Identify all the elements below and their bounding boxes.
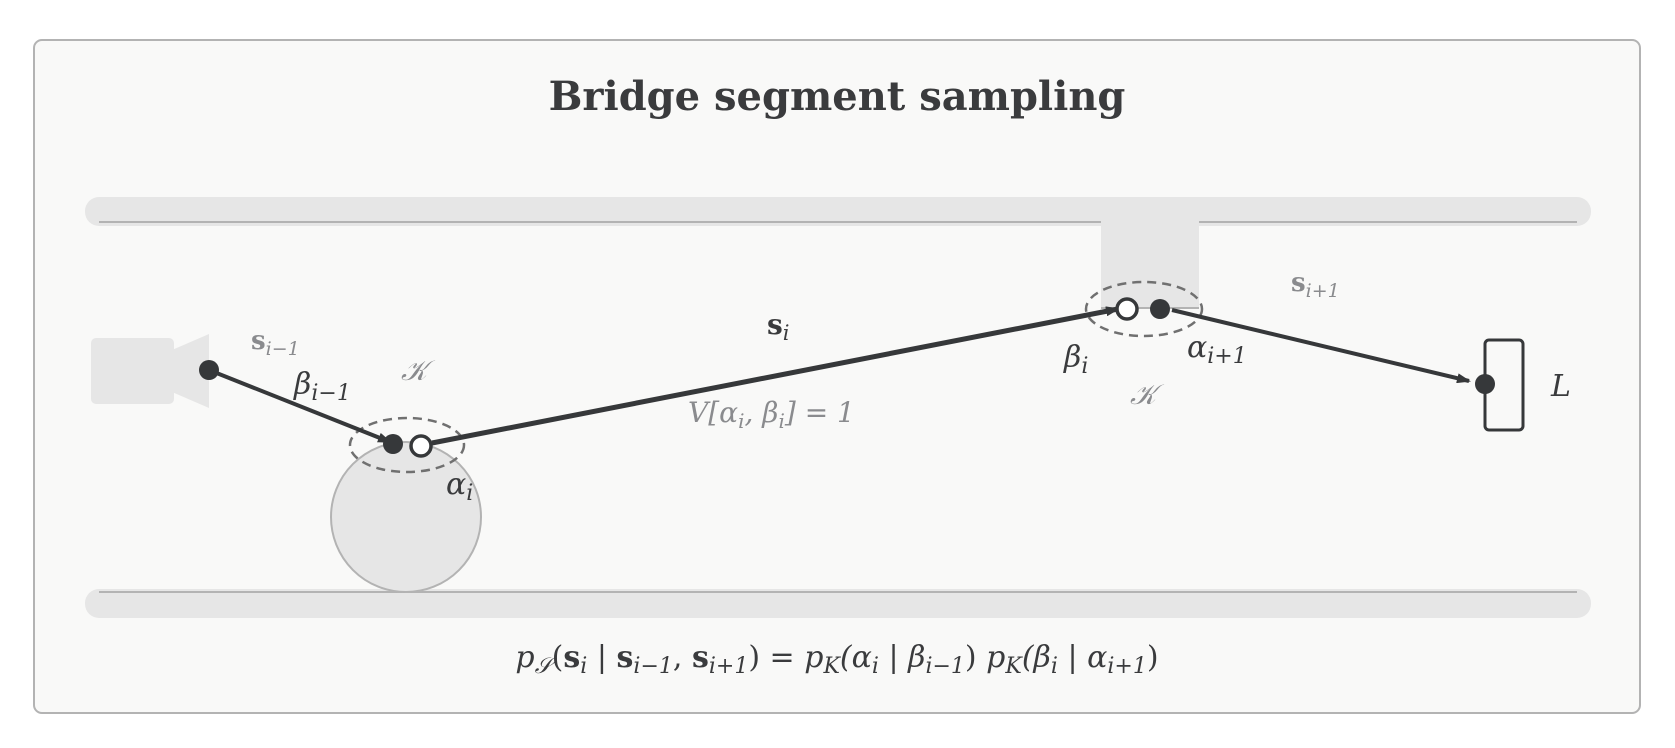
label-alpha-i: αi [446,467,473,506]
formula-arg2-open: (β [1022,640,1051,675]
label-alpha-i-base: α [446,467,466,502]
visibility-part2: , β [744,396,778,429]
vertex-alpha-next [1150,299,1170,319]
segment-s-prev [208,368,392,444]
kernel-ellipse-left [348,416,466,474]
formula-arg1-bar: | β [879,640,926,675]
bottom-wall [85,589,1591,618]
label-alpha-i-sub: i [466,481,473,506]
formula-arg2-b-sub: i [1051,654,1058,679]
top-wall [85,197,1591,226]
label-s-next: si+1 [1291,268,1340,302]
formula-comma: , [673,640,692,675]
label-alpha-next-base: α [1187,330,1207,365]
label-beta-prev-sub: i−1 [311,381,350,406]
visibility-part1: V[α [688,396,738,429]
segment-s-i [431,306,1120,446]
visibility-part3: ] = 1 [784,396,855,429]
formula-s-next: s [692,640,709,675]
label-beta-i-base: β [1063,340,1081,375]
formula-arg1-a-sub: i [872,654,879,679]
visibility-sub2: i [778,409,784,433]
segment-s-next [1171,308,1471,384]
label-alpha-next: αi+1 [1187,330,1247,369]
formula-open: ( [552,640,564,675]
vertex-alpha-i [409,434,433,458]
label-beta-i: βi [1063,340,1088,379]
label-s-next-base: s [1291,268,1306,298]
camera-icon [91,334,209,408]
label-beta-i-sub: i [1081,354,1088,379]
formula-arg1-open: (α [840,640,872,675]
formula-arg1-b-sub: i−1 [925,654,964,679]
sampling-formula: p𝒮(si | si−1, si+1) = pK(αi | βi−1) pK(β… [515,640,1158,679]
label-s-i-base: s [767,308,783,341]
camera-vertex [199,360,219,380]
label-beta-prev-base: β [293,367,311,402]
formula-s-prev-sub: i−1 [633,654,672,679]
formula-s-prev: s [617,640,634,675]
label-s-i: si [767,308,789,345]
formula-s-i: s [563,640,580,675]
vertex-beta-prev [383,434,403,454]
formula-pk2: p [977,640,1006,675]
formula-arg1-close: ) [965,640,977,675]
label-s-i-sub: i [783,321,790,345]
label-beta-prev: βi−1 [293,367,351,406]
formula-pk2-sub: K [1004,654,1023,679]
sphere-object [330,441,482,593]
formula-s-i-sub: i [580,654,587,679]
formula-close-eq: ) = [748,640,804,675]
formula-arg2-bar: | α [1058,640,1107,675]
label-s-prev: si−1 [251,326,300,360]
formula-arg2-close: ) [1147,640,1159,675]
kernel-ellipse-right [1084,280,1204,338]
formula-s-next-sub: i+1 [709,654,748,679]
label-light: L [1550,369,1571,404]
diagram-title: Bridge segment sampling [549,73,1126,120]
label-s-prev-base: s [251,326,266,356]
formula-arg2-a-sub: i+1 [1107,654,1146,679]
label-s-next-sub: i+1 [1306,280,1340,302]
formula-pk1: p [804,640,823,675]
label-alpha-next-sub: i+1 [1207,344,1246,369]
visibility-sub1: i [738,409,744,433]
formula-p: p [515,640,534,675]
vertex-beta-i [1115,297,1139,321]
label-visibility: V[αi, βi] = 1 [688,396,855,433]
formula-pk1-sub: K [822,654,841,679]
formula-bar1: | [587,640,616,675]
light-vertex [1475,374,1495,394]
ceiling-column [1101,218,1199,308]
label-s-prev-sub: i−1 [266,338,300,360]
